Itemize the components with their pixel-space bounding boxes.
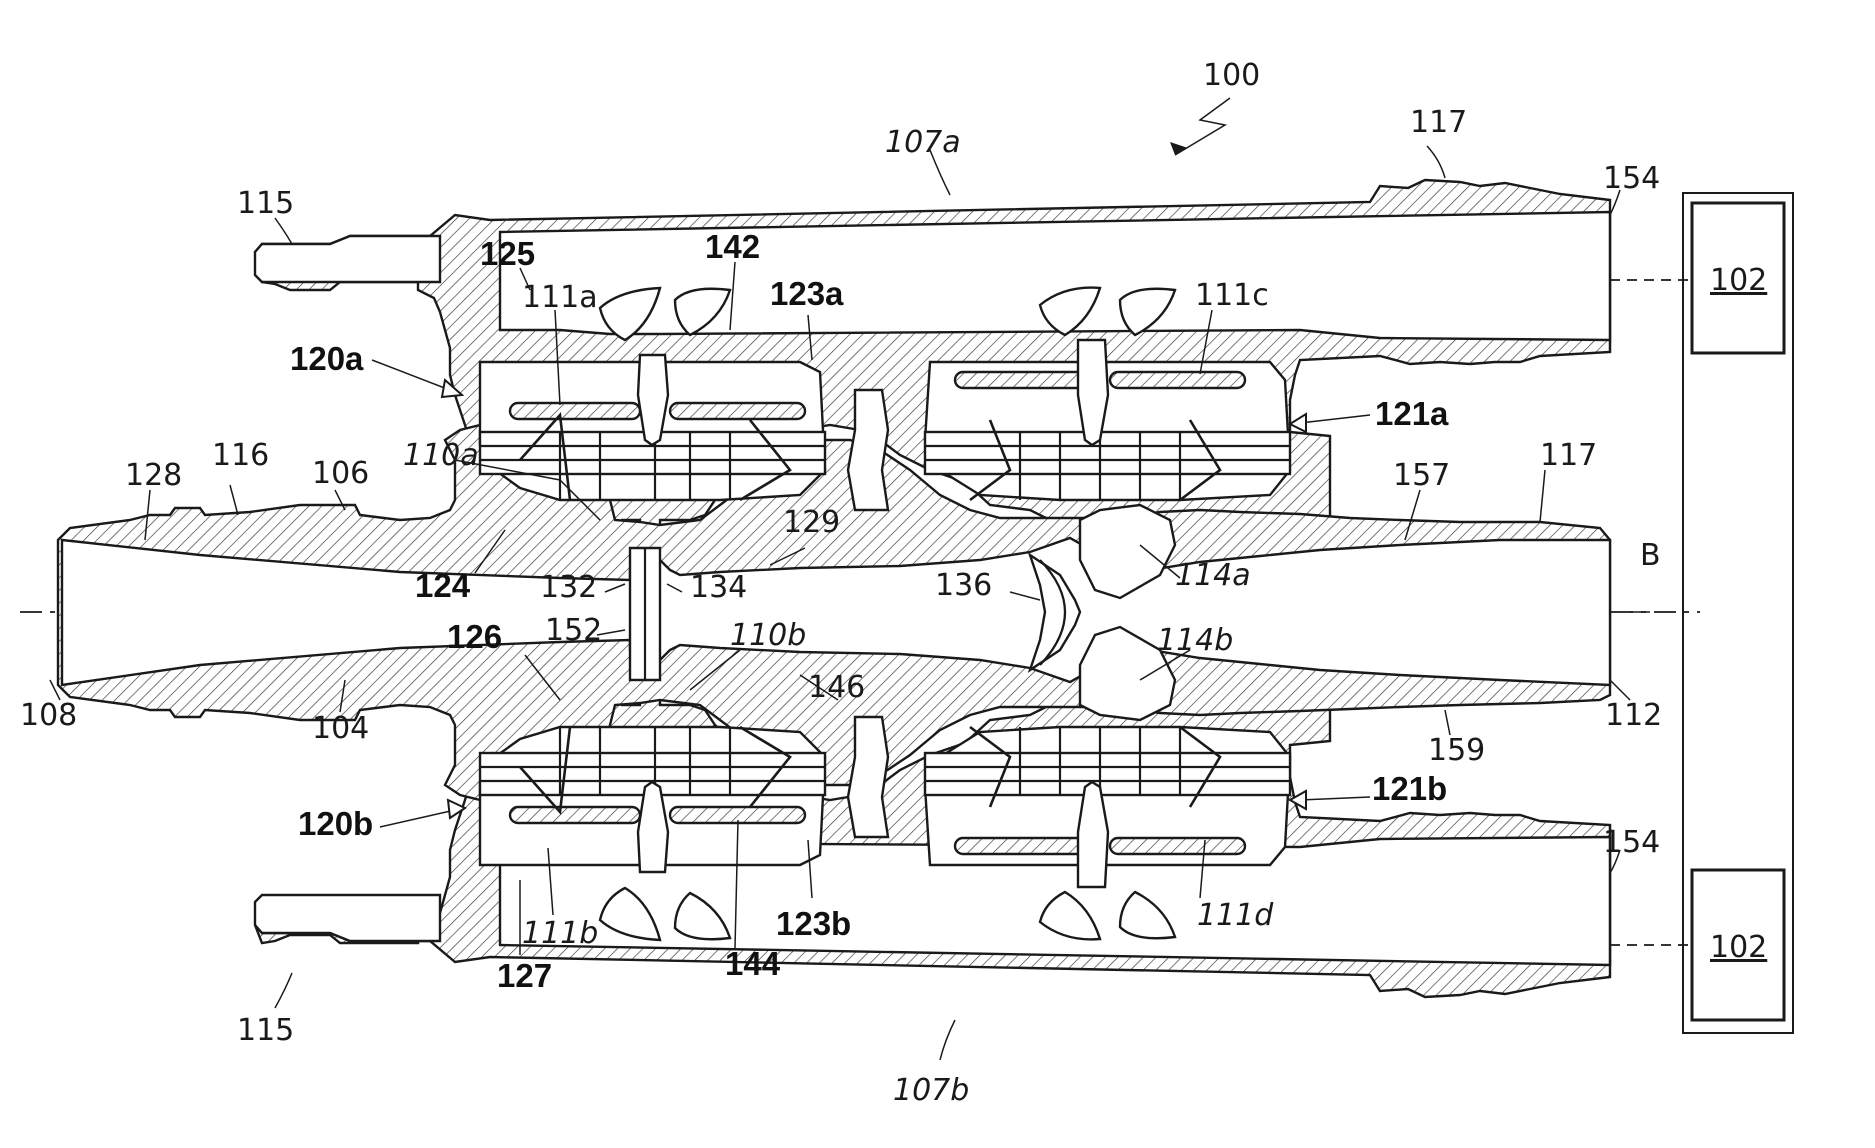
diaphragm-111a-left (510, 403, 640, 419)
label-123a: 123a (770, 275, 844, 312)
label-117-top: 117 (1410, 105, 1467, 140)
label-111d: 111d (1197, 898, 1274, 933)
label-120a: 120a (290, 340, 364, 377)
label-106: 106 (312, 456, 369, 491)
label-134: 134 (690, 570, 747, 605)
label-100: 100 (1203, 58, 1260, 93)
fitting-115-bottom (255, 895, 440, 941)
label-127: 127 (497, 957, 552, 994)
label-132: 132 (540, 570, 597, 605)
diaphragm-111b-left (510, 807, 640, 823)
label-152: 152 (545, 613, 602, 648)
label-111b: 111b (522, 916, 598, 951)
label-157: 157 (1393, 458, 1450, 493)
label-125: 125 (480, 235, 535, 272)
label-116: 116 (212, 438, 269, 473)
label-111c: 111c (1195, 278, 1269, 313)
label-128: 128 (125, 458, 182, 493)
label-107a: 107a (885, 125, 961, 160)
label-159: 159 (1428, 733, 1485, 768)
label-126: 126 (447, 618, 502, 655)
label-142: 142 (705, 228, 760, 265)
label-124: 124 (415, 567, 471, 604)
label-129: 129 (783, 505, 840, 540)
arrow-121a (1300, 415, 1370, 423)
label-144: 144 (725, 945, 781, 982)
label-154-top: 154 (1603, 161, 1660, 196)
diaphragm-111d-left (955, 838, 1085, 854)
label-102-top: 102 (1710, 263, 1767, 298)
label-123b: 123b (776, 905, 851, 942)
label-115-bottom: 115 (237, 1013, 294, 1048)
label-102-bottom: 102 (1710, 930, 1767, 965)
arrow-120b (380, 810, 455, 827)
label-111a: 111a (522, 280, 598, 315)
label-136: 136 (935, 568, 992, 603)
label-114b: 114b (1157, 623, 1233, 658)
label-154-bottom: 154 (1603, 825, 1660, 860)
label-146: 146 (808, 670, 865, 705)
label-b: B (1640, 538, 1661, 573)
diaphragm-111d-right (1110, 838, 1245, 854)
label-114a: 114a (1175, 558, 1251, 593)
diaphragm-111c-right (1110, 372, 1245, 388)
middle-separator-top (848, 390, 888, 510)
arrow-120a (372, 360, 455, 392)
label-117-mid: 117 (1540, 438, 1597, 473)
label-112: 112 (1605, 698, 1662, 733)
diaphragm-111a-right (670, 403, 805, 419)
label-121b: 121b (1372, 770, 1447, 807)
control-enclosure (1683, 193, 1793, 1033)
diaphragm-111c-left (955, 372, 1085, 388)
label-110b: 110b (730, 618, 806, 653)
label-108: 108 (20, 698, 77, 733)
middle-separator-bottom (848, 717, 888, 837)
label-121a: 121a (1375, 395, 1449, 432)
arrow-121b (1300, 797, 1370, 800)
label-115-top: 115 (237, 186, 294, 221)
label-120b: 120b (298, 805, 373, 842)
fitting-115-top (255, 236, 440, 282)
label-104: 104 (312, 711, 369, 746)
label-107b: 107b (893, 1073, 969, 1108)
label-110a: 110a (403, 438, 479, 473)
